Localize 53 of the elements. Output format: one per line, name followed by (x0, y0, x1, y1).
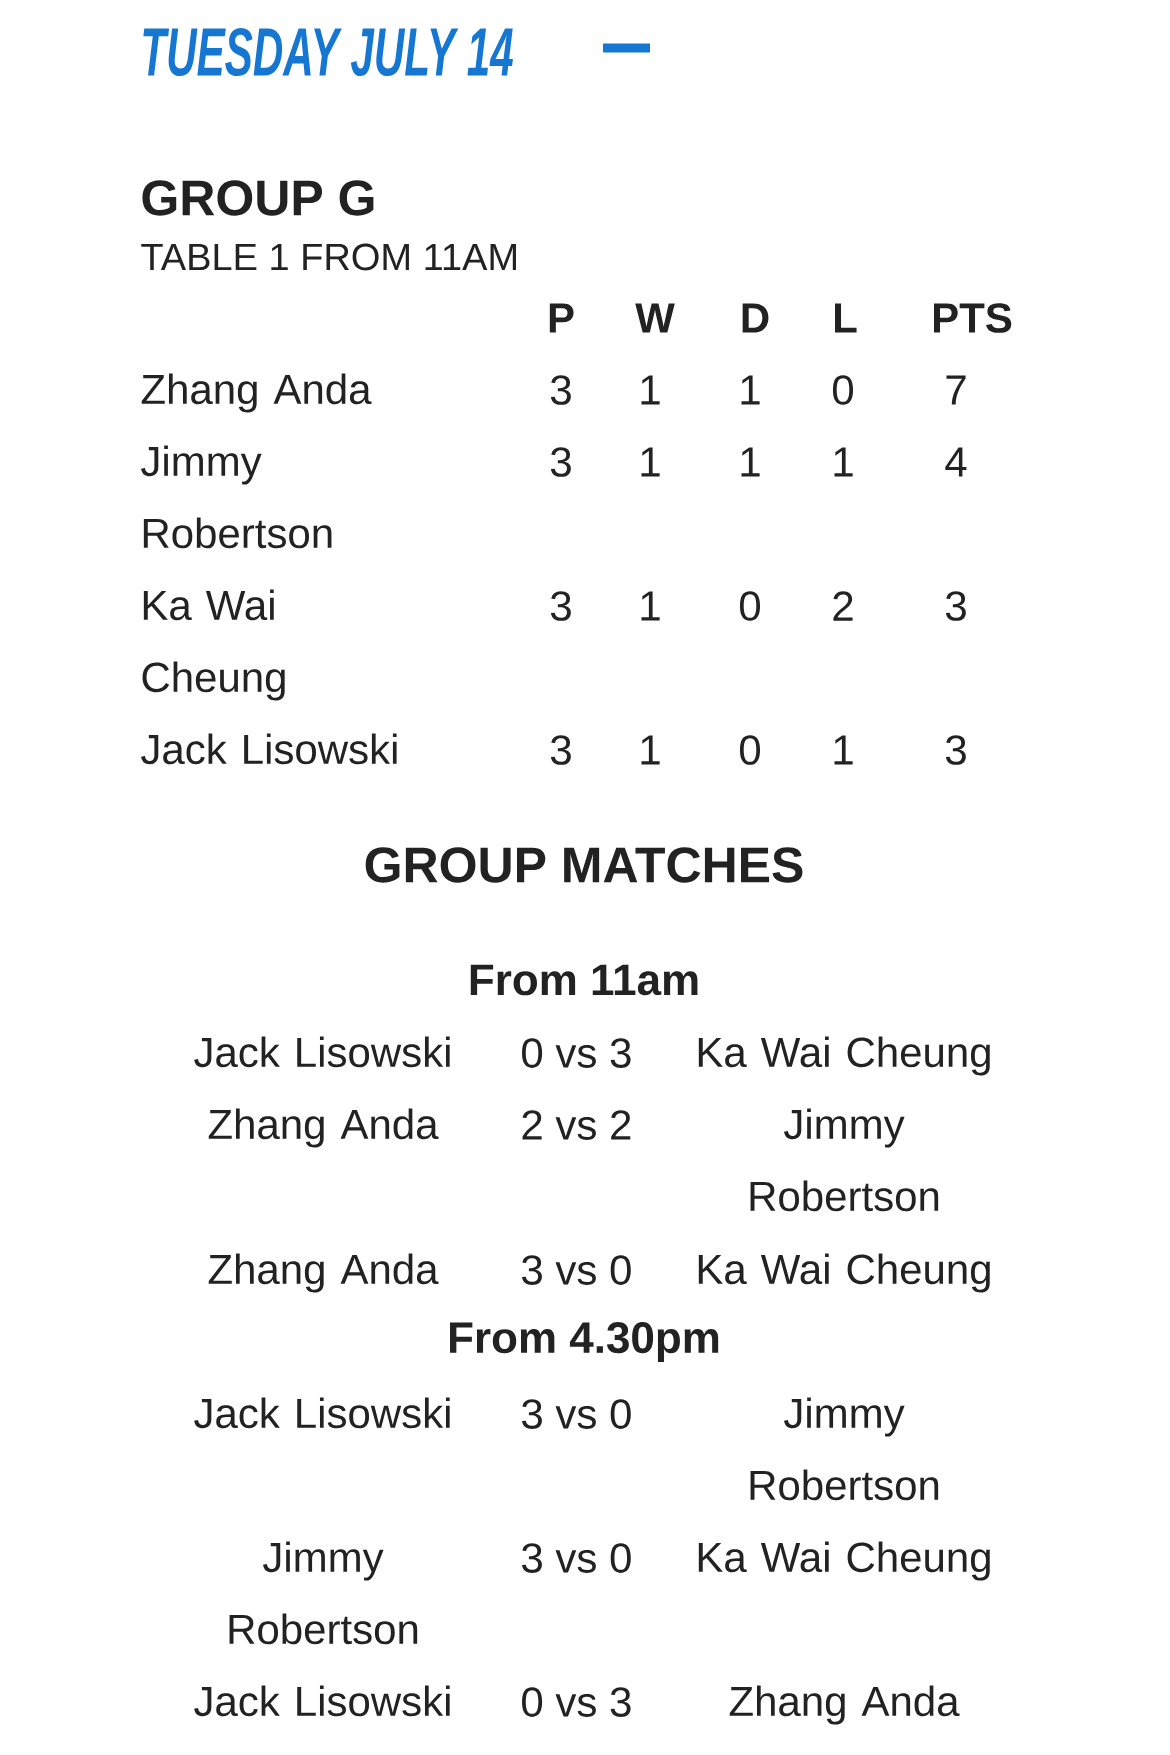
session-heading: From 4.30pm (450, 1322, 719, 1362)
stat-value: 1 (641, 591, 660, 621)
player-name: Jack Lisowski (141, 733, 397, 765)
player-name: Zhang Anda (729, 1685, 960, 1725)
score: 2 vs 2 (522, 1110, 631, 1140)
stat-value: 1 (834, 447, 853, 477)
player-name: Jimmy Robertson (750, 1397, 939, 1501)
stat-value: 3 (550, 447, 571, 477)
section-heading: GROUP MATCHES (365, 847, 803, 883)
stat-value: 1 (741, 375, 760, 405)
subheading: TABLE 1 FROM 11AM (141, 243, 516, 271)
stat-value: 2 (833, 591, 853, 621)
score: 0 vs 3 (522, 1038, 631, 1068)
group-heading: GROUP G (142, 180, 374, 216)
stat-value: 0 (739, 735, 761, 765)
stat-value: 3 (945, 591, 966, 621)
player-name: Jimmy Robertson (141, 445, 332, 549)
player-name: Ka Wai Cheung (698, 1036, 990, 1076)
player-name: Ka Wai Cheung (698, 1253, 990, 1293)
score: 3 vs 0 (522, 1399, 631, 1429)
player-name: Ka Wai Cheung (142, 589, 285, 701)
column-header: PTS (934, 303, 1012, 333)
session-heading: From 11am (470, 964, 698, 996)
stat-value: 1 (741, 447, 760, 477)
stat-value: 4 (945, 447, 967, 477)
column-header: W (635, 303, 675, 333)
stat-value: 3 (945, 735, 966, 765)
player-name: Zhang Anda (208, 1253, 439, 1293)
stat-value: 1 (641, 447, 660, 477)
stat-value: 1 (834, 735, 853, 765)
column-header: L (835, 303, 857, 333)
column-header: P (549, 303, 574, 333)
score: 0 vs 3 (522, 1687, 631, 1717)
player-name: Jack Lisowski (194, 1397, 450, 1429)
stat-value: 3 (550, 375, 571, 405)
stat-value: 3 (550, 735, 571, 765)
stat-value: 1 (641, 735, 660, 765)
stat-value: 3 (550, 591, 571, 621)
player-name: Zhang Anda (208, 1108, 439, 1148)
score: 3 vs 0 (522, 1543, 631, 1573)
stat-value: 7 (946, 375, 966, 405)
stat-value: 1 (641, 375, 660, 405)
player-name: Zhang Anda (141, 373, 372, 413)
player-name: Jack Lisowski (194, 1036, 450, 1068)
column-header: D (742, 303, 769, 333)
player-name: Jimmy Robertson (229, 1541, 418, 1645)
player-name: Ka Wai Cheung (698, 1541, 990, 1581)
page-title: TUESDAY JULY 14 (143, 27, 513, 77)
stat-value: 0 (739, 591, 761, 621)
score: 3 vs 0 (522, 1255, 631, 1285)
player-name: Jack Lisowski (194, 1685, 450, 1717)
stat-value: 0 (832, 375, 854, 405)
player-name: Jimmy Robertson (750, 1108, 939, 1212)
